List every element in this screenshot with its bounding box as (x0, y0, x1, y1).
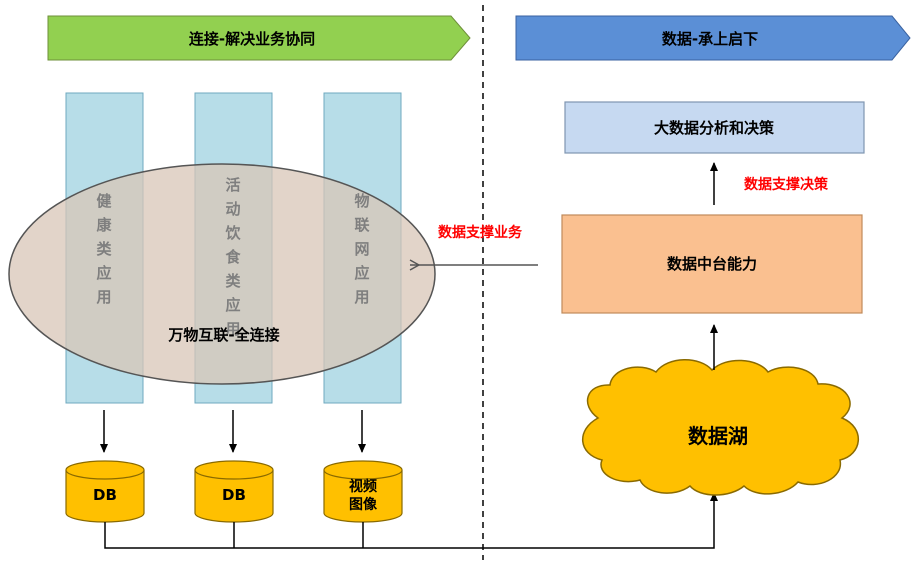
column-label-2: 物联网应用 (354, 192, 370, 306)
column-label-health-chars: 健康类应用 (96, 192, 112, 306)
full-connection-ellipse (8, 163, 436, 385)
left-banner-label: 连接-解决业务协同 (189, 30, 315, 48)
database-label-2: DB (222, 486, 246, 504)
database-cylinder-1: DB (65, 460, 145, 523)
database-label-1: DB (93, 486, 117, 504)
data-lake-cloud: 数据湖 (581, 359, 860, 496)
big-data-analysis-box: 大数据分析和决策 (564, 101, 865, 154)
big-data-analysis-label: 大数据分析和决策 (654, 119, 775, 137)
column-label-0: 健康类应用 (96, 192, 112, 306)
data-middle-platform-label: 数据中台能力 (667, 255, 757, 273)
support-decision-label: 数据支撑决策 (744, 176, 829, 193)
database-cylinder-2: DB (194, 460, 274, 523)
column-label-activity-diet-chars: 活动饮食类应用 (224, 176, 241, 338)
data-middle-platform-box: 数据中台能力 (561, 214, 863, 314)
right-banner: 数据-承上启下 (515, 15, 911, 61)
ellipse-label: 万物互联-全连接 (167, 326, 279, 344)
database-label-3: 视频图像 (349, 478, 378, 513)
right-banner-label: 数据-承上启下 (662, 30, 758, 48)
data-lake-label: 数据湖 (688, 424, 748, 448)
database-cylinder-3: 视频图像 (323, 460, 403, 523)
support-business-label: 数据支撑业务 (438, 224, 523, 241)
column-label-1: 活动饮食类应用 (224, 176, 241, 338)
db-to-data-lake-connector (104, 492, 718, 549)
column-label-iot-chars: 物联网应用 (354, 192, 370, 306)
left-banner: 连接-解决业务协同 (47, 15, 471, 61)
database-label-3-text: 视频图像 (349, 478, 378, 513)
